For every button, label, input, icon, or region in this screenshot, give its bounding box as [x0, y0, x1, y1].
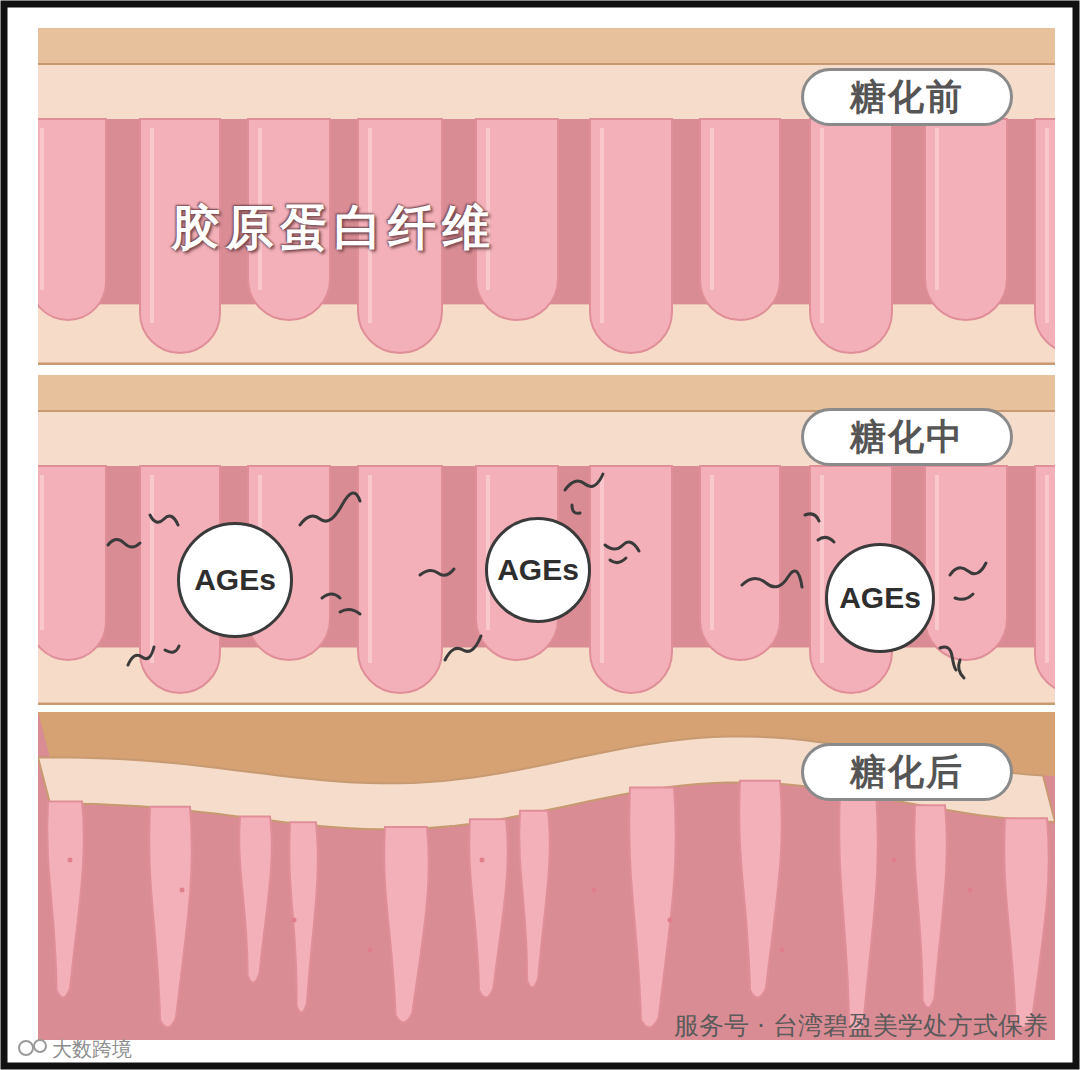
ages-squiggles	[108, 474, 986, 678]
fiber-highlight	[1045, 128, 1049, 323]
ages-text: AGEs	[839, 581, 921, 615]
dermis-dark	[38, 712, 1055, 1040]
ages-circle: AGEs	[825, 543, 935, 653]
fiber-spot	[668, 918, 673, 923]
damaged-fiber	[239, 817, 272, 983]
damaged-fiber	[1004, 818, 1049, 1027]
fiber-spot	[892, 858, 897, 863]
skin-band	[38, 28, 1055, 64]
panel-edge	[38, 703, 1055, 706]
panel-before	[38, 28, 1055, 365]
panel-during	[38, 375, 1055, 705]
panel-after	[38, 712, 1055, 1040]
damaged-fiber	[47, 801, 84, 997]
damaged-fiber	[629, 788, 676, 1028]
damaged-fiber	[519, 811, 550, 988]
damaged-fiber	[914, 805, 947, 1007]
stage-badge: 糖化前	[801, 68, 1013, 126]
watermark-icon	[19, 1040, 46, 1055]
damaged-fiber	[289, 822, 318, 1012]
fiber-spot	[180, 888, 185, 893]
collagen-fiber	[810, 119, 892, 353]
ages-text: AGEs	[497, 553, 579, 587]
collagen-fiber	[1035, 466, 1055, 693]
panel-edge	[38, 363, 1055, 366]
dermis-ground	[38, 466, 1055, 705]
fiber-spot	[480, 858, 485, 863]
collagen-fiber	[700, 119, 780, 320]
stage-badge: 糖化后	[801, 743, 1013, 801]
fiber-highlight	[1045, 475, 1049, 663]
badge-text: 糖化后	[850, 748, 964, 797]
fiber-highlight	[40, 128, 44, 290]
badge-text: 糖化前	[850, 73, 964, 122]
damaged-fiber	[839, 792, 878, 1032]
watermark: 服务号 · 台湾碧盈美学处方式保养	[674, 1009, 1048, 1042]
fiber-highlight	[40, 475, 44, 630]
collagen-fiber	[38, 466, 106, 660]
skin-band	[38, 375, 1055, 411]
ages-text: AGEs	[194, 563, 276, 597]
fiber-highlight	[710, 128, 714, 290]
fiber-highlight	[150, 475, 154, 663]
band-line	[38, 63, 1055, 65]
damaged-fiber	[384, 827, 429, 1022]
fiber-spot	[368, 948, 373, 953]
fiber-label: 胶原蛋白纤维	[172, 196, 496, 260]
collagen-fiber	[1035, 119, 1055, 353]
badge-text: 糖化中	[850, 413, 964, 462]
fiber-highlight	[820, 128, 824, 323]
ages-circle: AGEs	[485, 517, 591, 623]
collagen-fiber	[700, 466, 780, 660]
collagen-fiber	[38, 119, 106, 320]
watermark: 大数跨境	[52, 1036, 132, 1063]
fiber-highlight	[935, 128, 939, 290]
damaged-fiber	[739, 781, 782, 998]
fiber-highlight	[820, 475, 824, 663]
collagen-fiber	[925, 466, 1007, 660]
fiber-spot	[292, 918, 297, 923]
stage-badge: 糖化中	[801, 408, 1013, 466]
fiber-spot	[592, 888, 597, 893]
fiber-highlight	[935, 475, 939, 630]
collagen-fiber	[358, 466, 442, 693]
fiber-highlight	[600, 128, 604, 323]
fiber-spot	[968, 888, 973, 893]
damaged-fiber	[149, 807, 192, 1028]
damaged-fiber	[469, 819, 508, 997]
fiber-highlight	[600, 475, 604, 663]
fiber-spot	[780, 948, 785, 953]
collagen-fiber	[590, 466, 672, 693]
collagen-fiber	[925, 119, 1007, 320]
ages-circle: AGEs	[177, 522, 293, 638]
fiber-highlight	[150, 128, 154, 323]
fiber-spot	[68, 858, 73, 863]
fiber-highlight	[710, 475, 714, 630]
fiber-highlight	[368, 475, 372, 663]
dermis-ground	[38, 119, 1055, 365]
collagen-fiber	[590, 119, 672, 353]
